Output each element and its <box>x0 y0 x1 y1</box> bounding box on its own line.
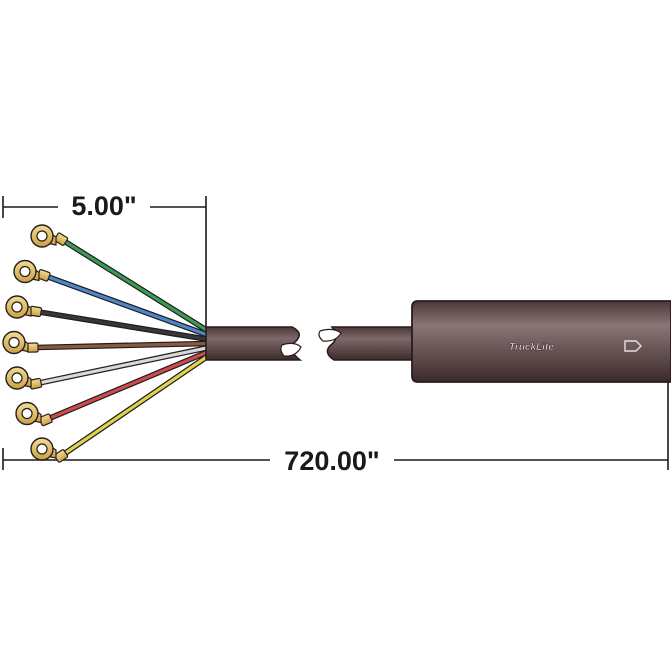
wire-red <box>15 349 211 427</box>
arrow-icon <box>624 340 642 352</box>
wire-core-black <box>37 310 210 341</box>
wire-core-brown <box>34 341 210 350</box>
wire-green <box>30 224 211 334</box>
lead-length-label: 5.00" <box>71 191 136 221</box>
ring-terminal-hole <box>36 443 48 455</box>
cable-jacket-left <box>205 326 303 361</box>
ring-terminal-hole <box>19 265 31 278</box>
wire-core-blue <box>45 274 210 337</box>
jacket-left-body <box>205 326 303 361</box>
wire-yellow <box>30 353 211 463</box>
connector-boot: TruckLite <box>411 300 671 383</box>
ring-terminal-hole <box>11 372 23 384</box>
jacket-right-break-cut <box>318 328 342 342</box>
wire-core-red <box>47 350 210 421</box>
ring-terminal-hole <box>36 230 48 242</box>
wire-brown <box>2 330 211 355</box>
ring-terminal-hole <box>8 336 20 349</box>
total-length-label: 720.00" <box>284 446 379 476</box>
ring-terminal-hole <box>11 301 23 313</box>
brand-logo: TruckLite <box>509 342 554 353</box>
terminal-barrel <box>53 232 69 246</box>
terminal-barrel <box>54 449 69 463</box>
wire-white <box>5 344 211 390</box>
wire-blue <box>13 259 211 338</box>
boot-body <box>411 300 671 383</box>
lead-length-dimension: 5.00" <box>2 191 207 330</box>
jacket-right-body <box>326 326 417 361</box>
wire-core-green <box>62 239 210 333</box>
total-length-dimension: 720.00" <box>2 382 669 476</box>
wire-core-yellow <box>62 354 210 456</box>
wire-black <box>5 295 211 343</box>
cable-jacket-right <box>318 326 417 361</box>
wire-core-white <box>37 346 210 385</box>
ring-terminal-hole <box>21 407 33 420</box>
wire-leads <box>2 224 211 463</box>
jacket-left-break-cut <box>280 342 302 357</box>
